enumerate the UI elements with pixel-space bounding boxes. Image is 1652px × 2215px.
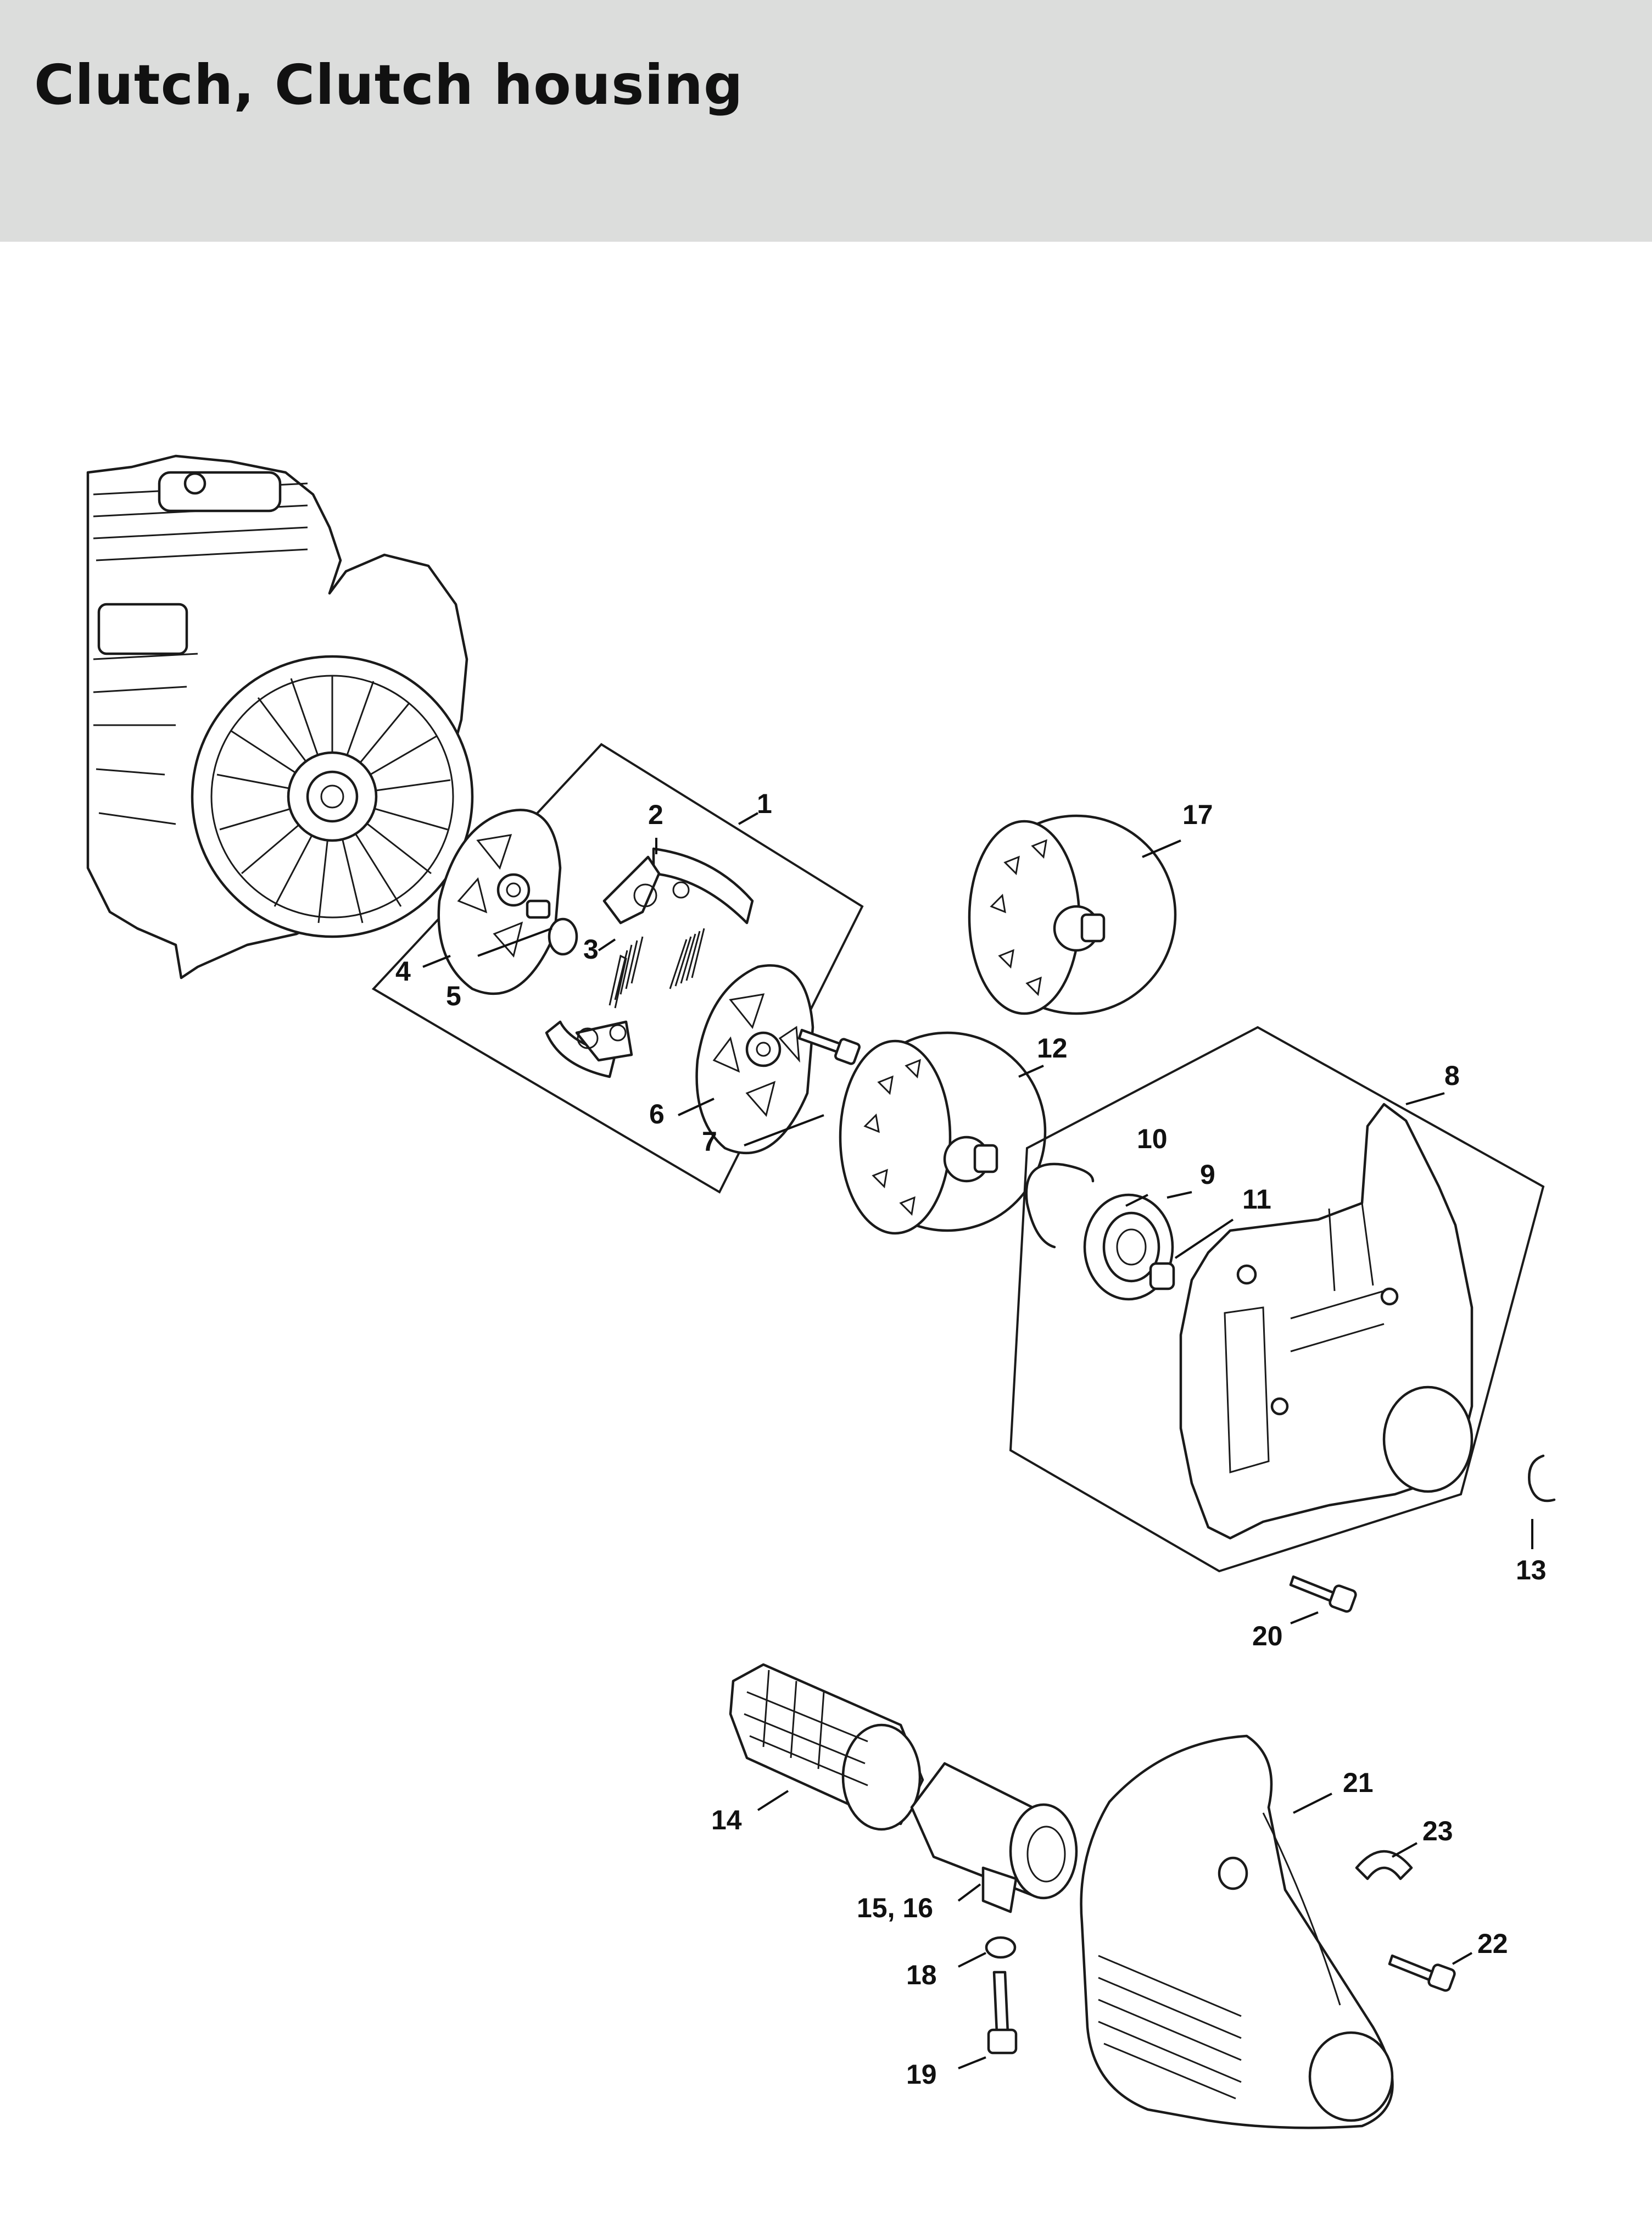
callout-21: 21 bbox=[1343, 1767, 1374, 1798]
callout-18: 18 bbox=[906, 1960, 937, 1990]
clutch-plate-outer bbox=[695, 964, 814, 1154]
clutch-carrier-plate bbox=[437, 809, 562, 995]
callout-6: 6 bbox=[649, 1099, 665, 1129]
clutch-drum-12 bbox=[839, 1031, 1047, 1235]
title-bar bbox=[0, 0, 1652, 242]
callout-4: 4 bbox=[395, 956, 411, 987]
callout-22: 22 bbox=[1477, 1928, 1508, 1959]
circlip-13 bbox=[1528, 1454, 1556, 1502]
callout-1: 1 bbox=[757, 788, 772, 819]
clutch-springs bbox=[609, 928, 705, 1009]
callout-5: 5 bbox=[446, 981, 461, 1011]
clutch-housing bbox=[1179, 1103, 1474, 1540]
callout-23: 23 bbox=[1422, 1816, 1453, 1846]
callout-2: 2 bbox=[648, 799, 663, 830]
callout-8: 8 bbox=[1444, 1060, 1460, 1091]
screw-22 bbox=[1388, 1954, 1456, 1992]
group-outline-housing bbox=[1009, 1026, 1545, 1573]
carrier-sleeve-14 bbox=[729, 1663, 924, 1831]
callout-10: 10 bbox=[1137, 1123, 1168, 1154]
callout-14: 14 bbox=[711, 1805, 742, 1835]
callout-19: 19 bbox=[906, 2059, 937, 2090]
engine-block-illustration bbox=[86, 454, 474, 980]
leader-lines bbox=[422, 812, 1533, 2069]
screw-19 bbox=[987, 1971, 1018, 2055]
callout-labels: 1 2 3 4 5 6 7 8 9 10 11 12 13 14 15, 16 … bbox=[395, 788, 1547, 2090]
circlip-10 bbox=[1025, 1162, 1095, 1249]
page-title: Clutch, Clutch housing bbox=[34, 53, 744, 117]
callout-13: 13 bbox=[1516, 1555, 1547, 1585]
callout-20: 20 bbox=[1252, 1621, 1283, 1651]
clamp-sleeve-15-16 bbox=[910, 1762, 1078, 1913]
callout-9: 9 bbox=[1200, 1159, 1215, 1190]
callout-17: 17 bbox=[1182, 799, 1213, 830]
callout-3: 3 bbox=[583, 934, 599, 965]
washer-18 bbox=[985, 1936, 1017, 1959]
sleeve bbox=[1149, 1262, 1175, 1290]
washer bbox=[548, 917, 578, 956]
protective-cover bbox=[1080, 1734, 1394, 2129]
clip-23 bbox=[1355, 1850, 1413, 1880]
clutch-drum-17 bbox=[968, 814, 1177, 1015]
callout-7: 7 bbox=[702, 1126, 717, 1157]
flywheel-fins bbox=[216, 676, 451, 923]
callout-12: 12 bbox=[1037, 1033, 1068, 1064]
screw-20 bbox=[1289, 1575, 1357, 1613]
callout-15-16: 15, 16 bbox=[857, 1893, 933, 1923]
callout-11: 11 bbox=[1242, 1184, 1271, 1215]
clutch-shoes bbox=[545, 847, 754, 1078]
clutch-screw bbox=[797, 1028, 861, 1065]
